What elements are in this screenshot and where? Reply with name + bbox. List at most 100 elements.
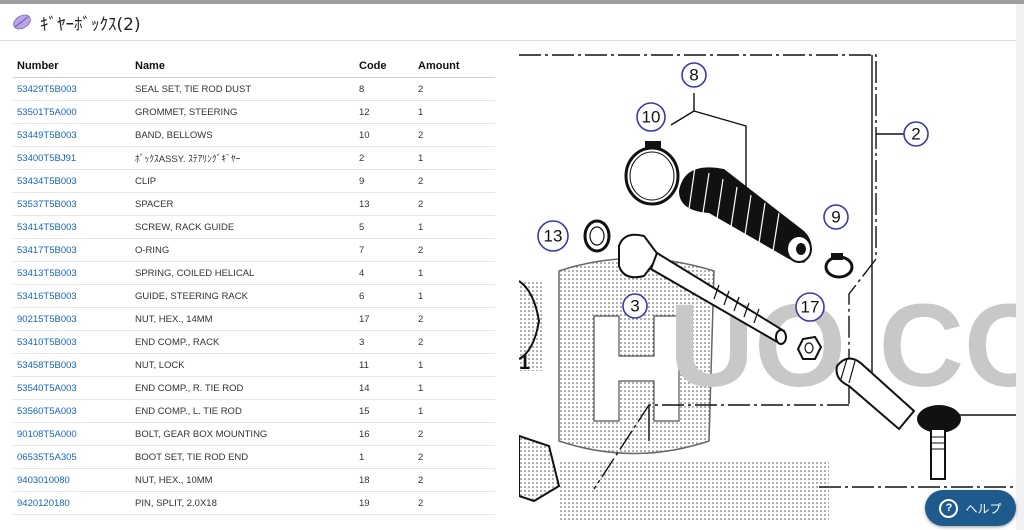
part-number-link[interactable]: 53417T5B003 [17,244,77,256]
svg-text:13: 13 [544,227,563,246]
callout-9[interactable]: 9 [823,204,849,230]
callout-17[interactable]: 17 [795,292,825,322]
part-amount: 2 [414,77,495,101]
clip-part [824,253,854,279]
leaf-logo-icon [13,14,31,30]
part-number-cell: 06535T5A305 [13,445,131,469]
part-name: O-RING [131,238,355,262]
part-code: 3 [355,330,414,354]
part-number-link[interactable]: 53560T5A003 [17,405,77,417]
part-code: 9 [355,169,414,193]
part-number-link[interactable]: 53414T5B003 [17,221,77,233]
part-number-link[interactable]: 53434T5B003 [17,175,77,187]
part-name: BOOT SET, TIE ROD END [131,445,355,469]
part-number-link[interactable]: 53540T5A003 [17,382,77,394]
part-code: 17 [355,307,414,331]
window-top-border [0,0,1024,4]
part-number-cell: 53400T5BJ91 [13,146,131,170]
callout-8[interactable]: 8 [681,62,707,88]
part-number-link[interactable]: 53416T5B003 [17,290,77,302]
column-header-code: Code [355,55,414,78]
spacer-part [583,219,611,253]
part-amount: 1 [414,146,495,170]
part-number-cell: 90215T5B003 [13,307,131,331]
part-number-link[interactable]: 53410T5B003 [17,336,77,348]
part-number-cell: 53560T5A003 [13,399,131,423]
column-header-amount: Amount [414,55,495,78]
part-code: 14 [355,376,414,400]
svg-text:3: 3 [630,297,639,316]
part-number-link[interactable]: 06535T5A305 [17,451,77,463]
part-amount: 2 [414,468,495,492]
hex-nut-part [796,335,823,360]
part-number-link[interactable]: 9403010080 [17,474,70,486]
svg-text:2: 2 [911,125,920,144]
callout-10[interactable]: 10 [636,102,666,132]
part-number-link[interactable]: 90108T5A000 [17,428,77,440]
part-number-link[interactable]: 53501T5A000 [17,106,77,118]
part-name: END COMP., RACK [131,330,355,354]
help-button[interactable]: ? ヘルプ [925,490,1016,526]
table-header-row: Number Name Code Amount [13,55,495,78]
part-name: GUIDE, STEERING RACK [131,284,355,308]
rack-end-part [618,233,787,345]
part-amount: 1 [414,399,495,423]
part-name: PIN, SPLIT, 2.0X18 [131,491,355,515]
part-name: SPRING, COILED HELICAL [131,261,355,285]
part-code: 15 [355,399,414,423]
part-code: 4 [355,261,414,285]
part-code: 6 [355,284,414,308]
part-number-cell: 53458T5B003 [13,353,131,377]
part-amount: 1 [414,353,495,377]
callout-3[interactable]: 3 [622,293,648,319]
part-code: 16 [355,422,414,446]
part-amount: 1 [414,215,495,239]
svg-text:10: 10 [642,108,661,127]
part-number-cell: 53410T5B003 [13,330,131,354]
part-number-link[interactable]: 53400T5BJ91 [17,152,77,164]
part-number-link[interactable]: 53429T5B003 [17,83,77,95]
part-number-link[interactable]: 90215T5B003 [17,313,77,325]
part-amount: 2 [414,192,495,216]
tie-rod-dust-boot-part [679,166,812,263]
part-number-link[interactable]: 53413T5B003 [17,267,77,279]
part-number-cell: 53449T5B003 [13,123,131,147]
left-edge-parts: 1 [519,280,561,503]
part-amount: 2 [414,307,495,331]
callout-2[interactable]: 2 [903,121,929,147]
part-number-cell: 9420120180 [13,491,131,515]
part-number-link[interactable]: 53449T5B003 [17,129,77,141]
page-scrollbar[interactable] [1016,4,1024,530]
part-code: 5 [355,215,414,239]
part-amount: 2 [414,123,495,147]
callout-13[interactable]: 13 [537,220,569,252]
part-number-cell: 53417T5B003 [13,238,131,262]
part-number-link[interactable]: 53537T5B003 [17,198,77,210]
part-name: BAND, BELLOWS [131,123,355,147]
part-number-link[interactable]: 53458T5B003 [17,359,77,371]
page-title: ｷﾞﾔｰﾎﾞｯｸｽ(2) [40,14,141,35]
part-number-link[interactable]: 9420120180 [17,497,70,509]
part-name: NUT, HEX., 10MM [131,468,355,492]
